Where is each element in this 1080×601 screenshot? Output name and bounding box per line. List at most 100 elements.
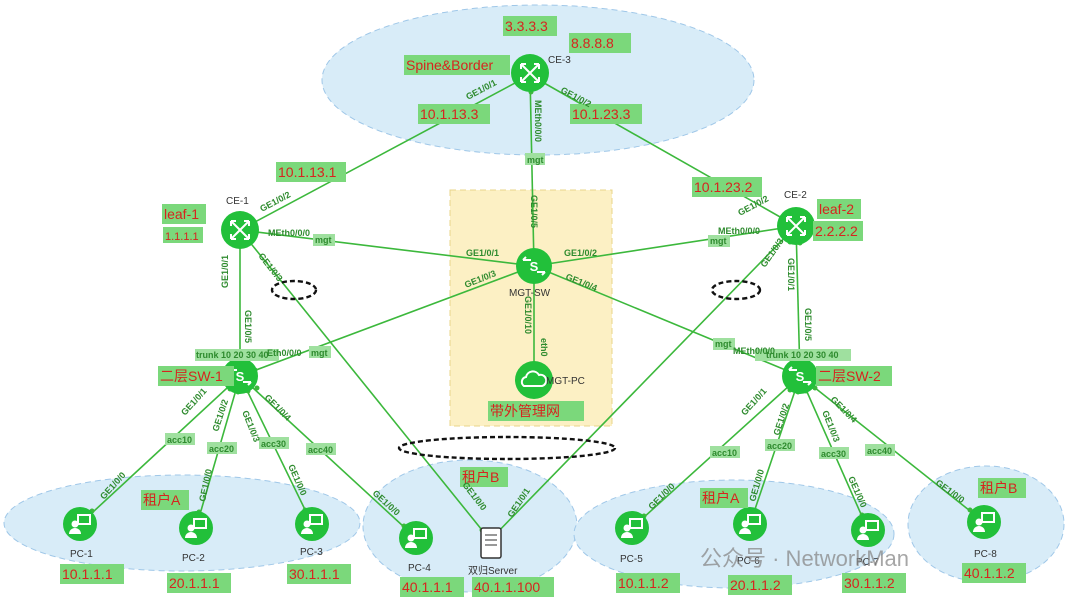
acc40-right: acc40 xyxy=(867,446,892,456)
mgtpc-name: MGT-PC xyxy=(546,376,585,387)
port-ce1-p2: GE1/0/2 xyxy=(258,189,292,213)
port-sw2-p1: GE1/0/1 xyxy=(739,386,769,417)
port-ce2-meth: MEth0/0/0 xyxy=(718,226,760,236)
acc30-left: acc30 xyxy=(261,439,286,449)
bond-mark-right xyxy=(710,279,762,301)
port-msw-p2: GE1/0/2 xyxy=(564,248,597,258)
device-ce1[interactable] xyxy=(221,211,259,249)
pc-ip: 30.1.1.2 xyxy=(844,575,895,591)
server-name: 双归Server xyxy=(468,564,518,577)
ce3-role: Spine&Border xyxy=(406,57,494,73)
pc-6[interactable] xyxy=(733,507,767,541)
pc-1[interactable] xyxy=(63,507,97,541)
link-ce2-server xyxy=(489,225,797,541)
port-msw-p1: GE1/0/1 xyxy=(466,248,499,258)
watermark: 公众号 · NetworkMan xyxy=(700,546,909,571)
pc-ip: 10.1.1.2 xyxy=(618,575,669,591)
device-mgt-sw[interactable]: S xyxy=(516,248,552,284)
ce1-role: leaf-1 xyxy=(164,206,199,222)
server-ip: 40.1.1.100 xyxy=(474,579,540,595)
sw1-trunk: trunk 10 20 30 40 xyxy=(196,350,269,360)
ce1-name: CE-1 xyxy=(226,196,249,207)
link-ip-ce2-ce3: 10.1.23.2 xyxy=(694,179,753,195)
ce3-ip2: 8.8.8.8 xyxy=(571,35,614,51)
port-ce2-p3: GE1/0/3 xyxy=(758,236,785,269)
tenant-a-left-label: 租户A xyxy=(143,492,181,508)
device-sw2[interactable]: S xyxy=(782,358,818,394)
pc-3[interactable] xyxy=(295,507,329,541)
pc-ip: 20.1.1.2 xyxy=(730,577,781,593)
pc-name: PC-1 xyxy=(70,549,93,560)
link-ip-ce1-ce3: 10.1.13.1 xyxy=(278,164,337,180)
pc-2[interactable] xyxy=(179,511,213,545)
device-ce3[interactable] xyxy=(511,54,549,92)
svg-text:S: S xyxy=(236,369,245,384)
pc-name: PC-6 xyxy=(737,556,760,567)
pc-name: PC-8 xyxy=(974,549,997,560)
ce2-ip: 2.2.2.2 xyxy=(815,223,858,239)
link-mgtsw-sw1 xyxy=(239,265,535,377)
pc-7[interactable] xyxy=(851,513,885,547)
port-sw2-p5: GE1/0/5 xyxy=(803,308,813,341)
pc-4[interactable] xyxy=(399,521,433,555)
bond-mark-left xyxy=(270,279,318,301)
link-ip-ce3-ce1: 10.1.13.3 xyxy=(420,106,479,122)
pc-8[interactable] xyxy=(967,505,1001,539)
link-ce3-ce2 xyxy=(529,74,797,227)
port-ce1-p3: GE1/0/3 xyxy=(256,251,284,283)
port-sw1-mgt: mgt xyxy=(311,348,328,358)
tenant-b-right-label: 租户B xyxy=(980,480,1017,496)
port-sw1-eth: Eth0/0/0 xyxy=(267,348,302,358)
pc-ip: 30.1.1.1 xyxy=(289,566,340,582)
device-ce2[interactable] xyxy=(777,207,815,245)
device-mgt-pc[interactable] xyxy=(515,361,553,399)
pc-name: PC-2 xyxy=(182,553,205,564)
acc20-right: acc20 xyxy=(767,441,792,451)
pc-name: PC-3 xyxy=(300,547,323,558)
link-ce2-mgtsw xyxy=(533,225,797,267)
ce1-ip: 1.1.1.1 xyxy=(165,231,199,243)
port-ce2-p1: GE1/0/1 xyxy=(786,258,796,291)
link-ce1-mgtsw xyxy=(239,229,535,267)
link-sw1-pc3 xyxy=(239,375,313,525)
port-sw2-p2: GE1/0/2 xyxy=(771,402,791,437)
pc-icons xyxy=(63,505,1001,555)
mgtsw-name: MGT-SW xyxy=(509,288,551,299)
svg-text:S: S xyxy=(796,369,805,384)
port-sw2-p3: GE1/0/3 xyxy=(820,409,842,443)
sw1-name: 二层SW-1 xyxy=(160,368,223,384)
port-ce1-mgt: mgt xyxy=(315,235,332,245)
acc10-right: acc10 xyxy=(712,448,737,458)
bond-mark-server xyxy=(397,435,617,461)
port-msw-p5: GE1/0/5 xyxy=(529,195,539,228)
port-sw2-meth: MEth0/0/0 xyxy=(733,346,775,356)
label-highlights xyxy=(60,16,1026,597)
link-ce1-server xyxy=(239,229,491,541)
acc40-left: acc40 xyxy=(308,445,333,455)
port-sw1-p5: GE1/0/5 xyxy=(243,310,253,343)
port-ce1-p1: GE1/0/1 xyxy=(220,255,230,288)
port-mpc-eth0: eth0 xyxy=(539,338,549,357)
link-ip-ce3-ce2: 10.1.23.3 xyxy=(572,106,631,122)
pc-name: PC-7 xyxy=(856,557,879,568)
tenant-a-right-label: 租户A xyxy=(702,490,740,506)
ce3-name: CE-3 xyxy=(548,55,571,66)
port-sw1-p4: GE1/0/4 xyxy=(263,392,293,422)
sw2-name: 二层SW-2 xyxy=(818,368,881,384)
port-sw2-mgt: mgt xyxy=(715,339,732,349)
acc10-left: acc10 xyxy=(167,435,192,445)
device-server[interactable] xyxy=(480,527,502,559)
acc20-left: acc20 xyxy=(209,444,234,454)
ce3-ip1: 3.3.3.3 xyxy=(505,18,548,34)
pc-5[interactable] xyxy=(615,511,649,545)
oob-label: 带外管理网 xyxy=(490,403,560,419)
port-ce3-meth: MEth0/0/0 xyxy=(533,100,543,142)
port-sw1-p1: GE1/0/1 xyxy=(179,386,209,417)
svg-text:S: S xyxy=(530,259,539,274)
cloud-icon xyxy=(515,361,553,399)
ce2-name: CE-2 xyxy=(784,190,807,201)
link-sw1-pc1 xyxy=(79,375,241,525)
port-ce3-mgt: mgt xyxy=(527,155,544,165)
